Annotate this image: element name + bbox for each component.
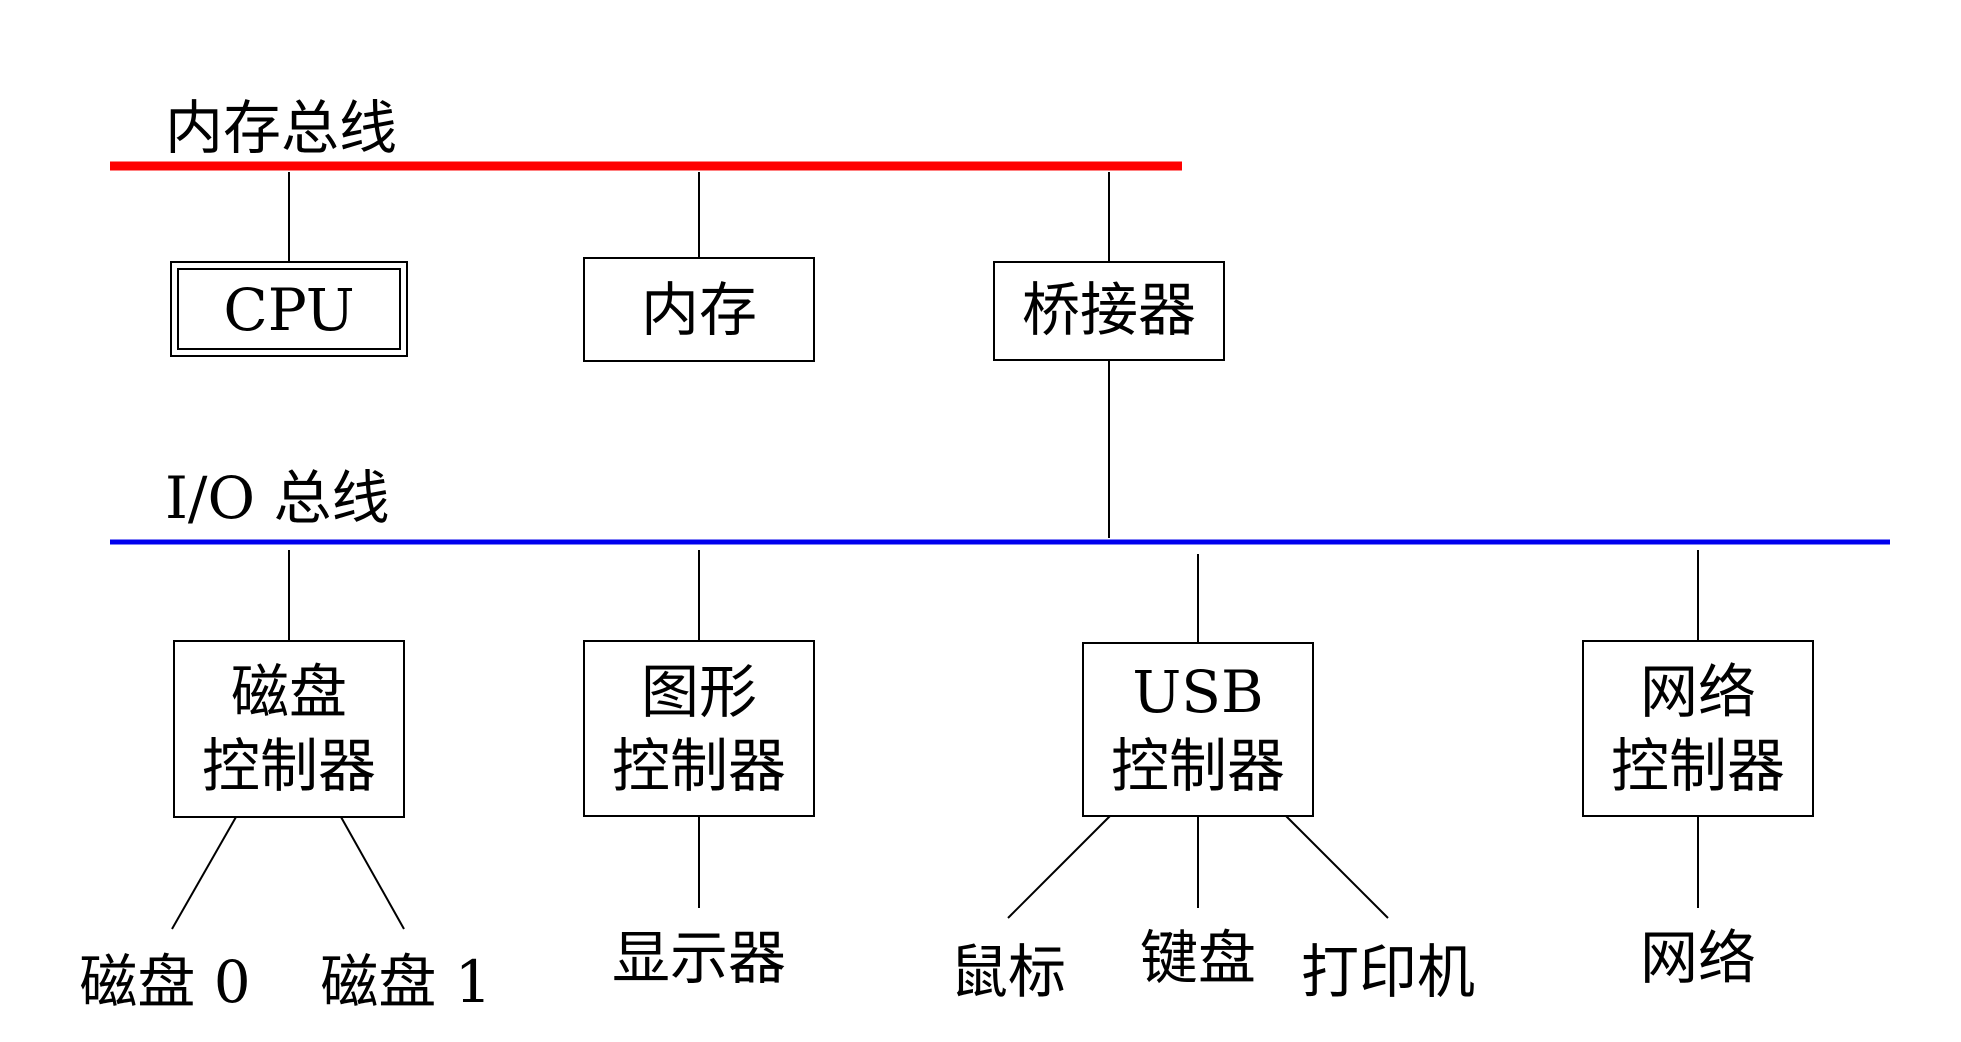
disk-controller-line1: 磁盘 — [231, 658, 347, 726]
cpu-box: CPU — [170, 261, 408, 357]
disk1-connector — [340, 816, 405, 930]
disk0-connector — [171, 816, 237, 930]
memory-label: 内存 — [641, 276, 757, 344]
keyboard-label: 键盘 — [1140, 924, 1256, 992]
usb-controller-line2: 控制器 — [1111, 732, 1285, 800]
mouse-label: 鼠标 — [950, 938, 1066, 1006]
mouse-connector — [1007, 815, 1111, 919]
graphics-controller-line1: 图形 — [641, 658, 757, 726]
memory-box: 内存 — [583, 257, 815, 362]
disk1-label: 磁盘 1 — [320, 948, 491, 1016]
network-label: 网络 — [1640, 924, 1756, 992]
io-bus-label: I/O 总线 — [165, 464, 389, 532]
cpu-label: CPU — [223, 276, 354, 344]
usb-controller-line1: USB — [1132, 658, 1263, 726]
bridge-label: 桥接器 — [1022, 276, 1196, 344]
network-controller-box: 网络 控制器 — [1582, 640, 1814, 817]
memory-bus-label: 内存总线 — [165, 94, 397, 162]
bridge-box: 桥接器 — [993, 261, 1225, 361]
disk-controller-box: 磁盘 控制器 — [173, 640, 405, 818]
network-controller-line1: 网络 — [1640, 658, 1756, 726]
graphics-controller-line2: 控制器 — [612, 732, 786, 800]
disk-controller-line2: 控制器 — [202, 732, 376, 800]
usb-controller-box: USB 控制器 — [1082, 642, 1314, 817]
disk0-label: 磁盘 0 — [79, 948, 250, 1016]
display-label: 显示器 — [612, 924, 786, 992]
network-controller-line2: 控制器 — [1611, 732, 1785, 800]
printer-connector — [1285, 815, 1389, 919]
printer-label: 打印机 — [1301, 938, 1475, 1006]
graphics-controller-box: 图形 控制器 — [583, 640, 815, 817]
